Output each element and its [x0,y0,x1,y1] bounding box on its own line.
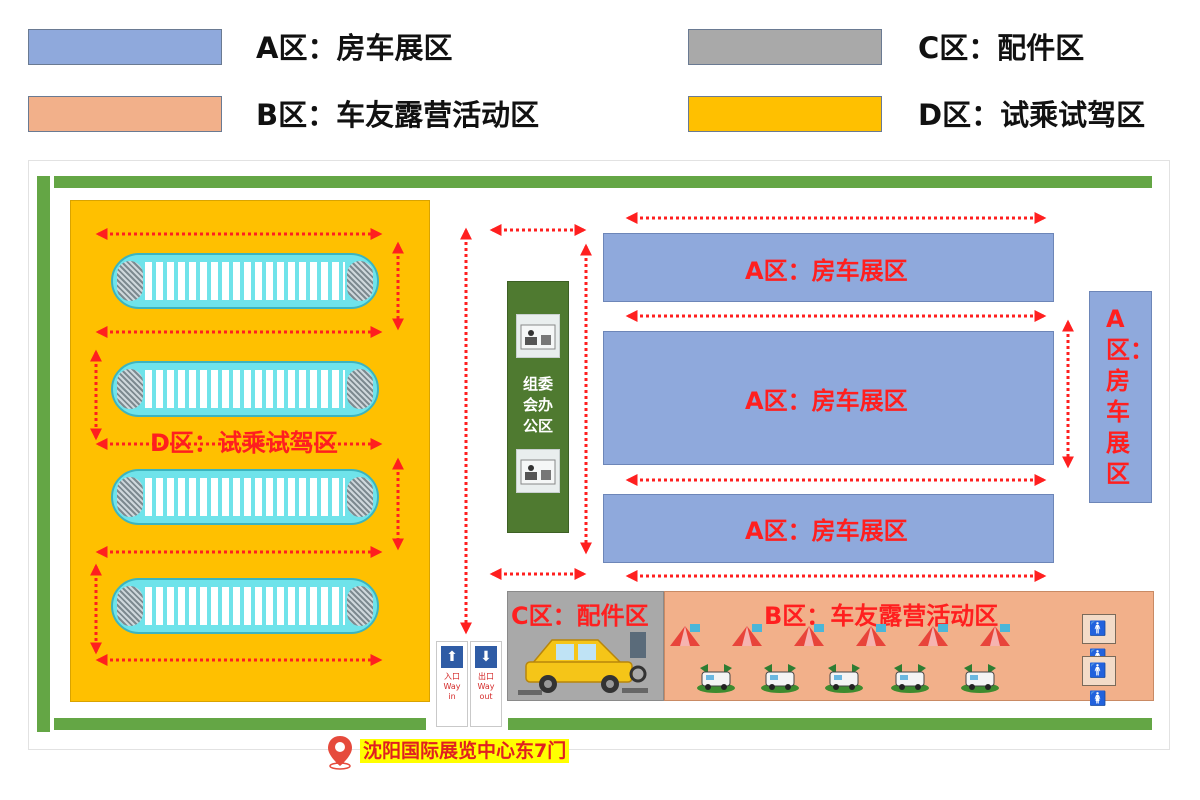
legend-label-c: C区：配件区 [918,31,1085,65]
entrance-text: 入口 Way in [443,672,461,701]
entrance-arrow-icon: ⬆ [441,646,463,668]
entrance-gate: ⬆ 入口 Way in [436,641,468,727]
office-room-icon [516,449,560,493]
camper-icon [891,664,929,693]
location-pin-icon [328,736,352,770]
zone-a-middle-label: A区：房车展区 [745,387,908,415]
camper-icon [961,664,999,693]
camper-icon [697,664,735,693]
location-label: 沈阳国际展览中心东7门 [360,739,570,763]
zone-a-bottom-label: A区：房车展区 [745,517,908,545]
tent-icon [980,624,1010,646]
green-belt-bottom-right [508,718,1152,730]
legend-swatch-c [688,29,882,65]
tent-icon [732,624,762,646]
green-belt-top [54,176,1152,188]
zone-a-top [603,233,1054,302]
tent-icon [918,624,948,646]
legend-swatch-d [688,96,882,132]
legend-label-a: A区：房车展区 [256,31,453,65]
zone-a-middle [603,331,1054,465]
green-belt-left [37,176,50,732]
exit-gate: ⬇ 出口 Way out [470,641,502,727]
test-drive-track-2 [111,361,379,417]
camper-icon [825,664,863,693]
restroom-icon: 🚹🚺 [1082,656,1116,707]
zone-c-label: C区：配件区 [511,602,649,630]
tent-icon [670,624,700,646]
zone-a-top-label: A区：房车展区 [745,257,908,285]
test-drive-track-3 [111,469,379,525]
office-room-icon [516,314,560,358]
tent-icon [794,624,824,646]
legend-label-d: D区：试乘试驾区 [918,98,1146,132]
legend-swatch-a [28,29,222,65]
camper-icon [761,664,799,693]
exit-text: 出口 Way out [477,672,495,701]
car-repair-icon [518,632,648,695]
test-drive-track-4 [111,578,379,634]
exit-arrow-icon: ⬇ [475,646,497,668]
legend-swatch-b [28,96,222,132]
zone-a-bottom [603,494,1054,563]
green-belt-bottom-left [54,718,426,730]
office-label: 组委会办公区 [522,375,553,435]
zone-a-side [1089,291,1152,503]
tent-icon [856,624,886,646]
test-drive-track-1 [111,253,379,309]
legend-label-b: B区：车友露营活动区 [256,98,540,132]
